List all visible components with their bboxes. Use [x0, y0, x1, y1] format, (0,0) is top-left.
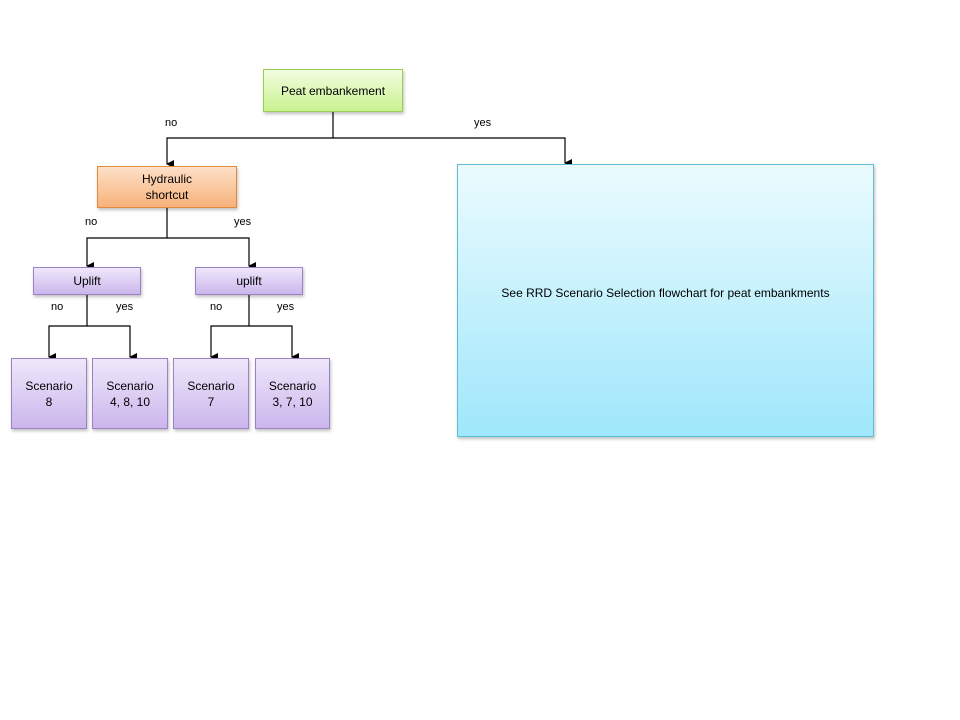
node-peat-embankement: Peat embankement	[263, 69, 403, 112]
label-uplift-right-yes: yes	[277, 301, 295, 313]
edge-uplift-right-no	[210, 295, 250, 361]
edge-uplift-left-yes	[87, 325, 137, 361]
edge-root-yes	[333, 137, 572, 167]
edge-root-no	[166, 112, 334, 168]
edge-hydraulic-yes	[167, 237, 256, 270]
node-hydraulic-shortcut: Hydraulic shortcut	[97, 166, 237, 208]
edge-uplift-left-no	[48, 295, 88, 361]
label-hydraulic-no: no	[85, 216, 98, 228]
node-scenario-4-8-10: Scenario 4, 8, 10	[92, 358, 168, 429]
label-root-no: no	[165, 117, 178, 129]
edge-hydraulic-no	[86, 208, 168, 270]
node-uplift-left: Uplift	[33, 267, 141, 295]
label-uplift-right-no: no	[210, 301, 223, 313]
label-hydraulic-yes: yes	[234, 216, 252, 228]
edge-uplift-right-yes	[249, 325, 299, 361]
node-rrd-reference: See RRD Scenario Selection flowchart for…	[457, 164, 874, 437]
node-scenario-8: Scenario 8	[11, 358, 87, 429]
label-root-yes: yes	[474, 117, 492, 129]
node-scenario-3-7-10: Scenario 3, 7, 10	[255, 358, 330, 429]
node-scenario-7: Scenario 7	[173, 358, 249, 429]
label-uplift-left-yes: yes	[116, 301, 134, 313]
label-uplift-left-no: no	[51, 301, 64, 313]
node-uplift-right: uplift	[195, 267, 303, 295]
